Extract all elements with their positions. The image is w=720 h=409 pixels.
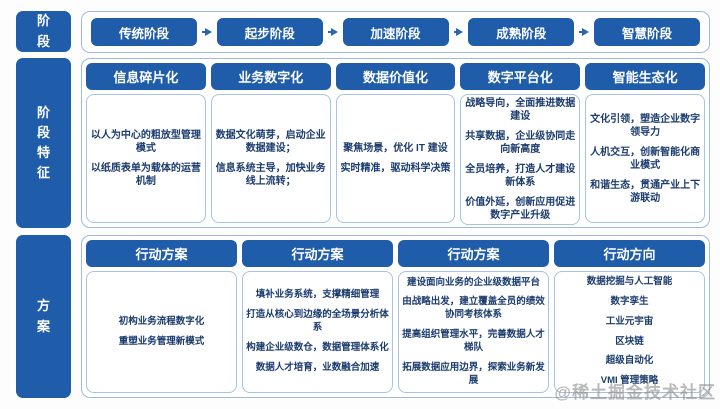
feature-column-title: 信息碎片化 — [86, 63, 206, 90]
feature-paragraph: 共享数据，企业级协同走向新高度 — [465, 131, 576, 155]
plan-paragraph: 超级自动化 — [605, 355, 654, 367]
plan-column-title: 行动方案 — [86, 240, 237, 267]
plan-column-title: 行动方案 — [242, 240, 393, 267]
features-container: 信息碎片化 以人为中心的粗放型管理模式 以纸质表单为载体的运营机制 业务数字化 … — [81, 58, 710, 228]
feature-column-data-valorization: 数据价值化 聚焦场景，优化 IT 建设 实时精准，驱动科学决策 — [335, 63, 456, 223]
feature-column-title: 业务数字化 — [210, 63, 331, 90]
arrow-right-icon — [202, 28, 212, 36]
plan-column-2: 行动方案 填补业务系统，支撑精细管理 打造从核心到边缘的全场景分析体系 构建企业… — [242, 240, 393, 393]
feature-paragraph: 以人为中心的粗放型管理模式 — [90, 130, 201, 154]
arrow-dash — [202, 31, 205, 33]
feature-paragraph: 实时精准，驱动科学决策 — [340, 163, 451, 174]
stage-starting: 起步阶段 — [216, 18, 323, 46]
plans-section-label-text: 方案 — [36, 298, 50, 334]
plan-column-direction: 行动方向 数据挖掘与人工智能 数字孪生 工业元宇宙 区块链 超级自动化 VMI … — [554, 240, 705, 393]
plan-paragraph: 提高组织管理水平，完善数据人才梯队 — [402, 329, 545, 353]
feature-column-info-fragmentation: 信息碎片化 以人为中心的粗放型管理模式 以纸质表单为载体的运营机制 — [86, 63, 206, 223]
plan-paragraph: VMI 管理策略 — [600, 375, 659, 387]
arrow-right-icon — [579, 28, 589, 36]
plans-container: 行动方案 初构业务流程数字化 重塑业务管理新模式 行动方案 填补业务系统，支撑精… — [81, 235, 710, 398]
feature-card: 聚焦场景，优化 IT 建设 实时精准，驱动科学决策 — [335, 94, 456, 223]
features-section-label: 阶段特征 — [16, 58, 71, 228]
arrow-head — [204, 28, 212, 36]
plan-paragraph: 建设面向业务的企业级数据平台 — [406, 276, 540, 288]
feature-paragraph: 和谐生态，贯通产业上下游联动 — [590, 179, 701, 204]
arrow-head — [456, 28, 464, 36]
arrow-head — [330, 28, 338, 36]
feature-paragraph: 战略导向，全面推进数据建设 — [465, 98, 576, 122]
feature-paragraph: 全员培养，打造人才建设新体系 — [465, 164, 576, 188]
feature-card: 战略导向，全面推进数据建设 共享数据，企业级协同走向新高度 全员培养，打造人才建… — [460, 94, 581, 225]
feature-paragraph: 以纸质表单为载体的运营机制 — [90, 163, 201, 187]
plan-column-1: 行动方案 初构业务流程数字化 重塑业务管理新模式 — [86, 240, 237, 393]
stage-traditional: 传统阶段 — [91, 18, 197, 46]
stage-mature: 成熟阶段 — [468, 18, 575, 46]
feature-column-title: 数字平台化 — [460, 63, 581, 90]
feature-paragraph: 聚焦场景，优化 IT 建设 — [343, 143, 448, 154]
plan-paragraph: 数据挖掘与人工智能 — [586, 276, 673, 288]
plan-paragraph: 区块链 — [615, 335, 644, 347]
stage-intelligent: 智慧阶段 — [594, 18, 700, 46]
plan-paragraph: 数据人才培育，业数融合加速 — [255, 361, 380, 373]
plan-paragraph: 初构业务流程数字化 — [118, 315, 205, 327]
feature-card: 以人为中心的粗放型管理模式 以纸质表单为载体的运营机制 — [86, 94, 206, 223]
feature-card: 文化引领，塑造企业数字领导力 人机交互，创新智能化商业模式 和谐生态，贯通产业上… — [585, 94, 705, 223]
watermark: @稀土掘金技术社区 — [554, 383, 716, 402]
feature-paragraph: 文化引领，塑造企业数字领导力 — [590, 113, 701, 138]
stages-row-label: 阶段 — [16, 11, 71, 52]
plan-paragraph: 拓展数据应用边界，探索业务新发展 — [402, 361, 545, 386]
stages-container: 传统阶段 起步阶段 加速阶段 成熟阶段 智慧阶段 — [81, 11, 710, 53]
plan-paragraph: 构建企业级数仓，数据管理体系化 — [246, 341, 389, 353]
feature-column-title: 数据价值化 — [335, 63, 456, 90]
feature-card: 数据文化萌芽，启动企业数据建设； 信息系统主导，加快业务线上流转； — [210, 94, 331, 223]
arrow-dash — [579, 31, 582, 33]
plan-paragraph: 由战略出发，建立覆盖全员的绩效协同考核体系 — [402, 296, 545, 321]
plan-card: 填补业务系统，支撑精细管理 打造从核心到边缘的全场景分析体系 构建企业级数仓，数… — [242, 271, 393, 393]
plan-column-title: 行动方案 — [398, 240, 549, 267]
arrow-head — [582, 28, 589, 36]
plan-card: 建设面向业务的企业级数据平台 由战略出发，建立覆盖全员的绩效协同考核体系 提高组… — [398, 271, 549, 393]
arrow-right-icon — [453, 28, 464, 36]
plan-column-title: 行动方向 — [554, 240, 705, 267]
plan-paragraph: 填补业务系统，支撑精细管理 — [255, 289, 380, 301]
stages-row-label-text: 阶段 — [36, 13, 50, 49]
features-section-label-text: 阶段特征 — [36, 104, 50, 181]
feature-column-digital-platform: 数字平台化 战略导向，全面推进数据建设 共享数据，企业级协同走向新高度 全员培养… — [460, 63, 581, 225]
plan-paragraph: 工业元宇宙 — [605, 315, 654, 327]
plan-column-3: 行动方案 建设面向业务的企业级数据平台 由战略出发，建立覆盖全员的绩效协同考核体… — [398, 240, 549, 393]
feature-paragraph: 人机交互，创新智能化商业模式 — [590, 146, 701, 171]
feature-column-business-digitization: 业务数字化 数据文化萌芽，启动企业数据建设； 信息系统主导，加快业务线上流转； — [210, 63, 331, 223]
stage-accelerating: 加速阶段 — [342, 18, 449, 46]
arrow-dash — [327, 31, 331, 33]
plans-section-label: 方案 — [16, 235, 71, 398]
feature-column-intelligent-ecosystem: 智能生态化 文化引领，塑造企业数字领导力 人机交互，创新智能化商业模式 和谐生态… — [585, 63, 705, 223]
plan-card: 初构业务流程数字化 重塑业务管理新模式 — [86, 271, 237, 393]
feature-column-title: 智能生态化 — [585, 63, 705, 90]
plan-paragraph: 重塑业务管理新模式 — [118, 335, 205, 347]
arrow-right-icon — [327, 28, 338, 36]
plan-paragraph: 打造从核心到边缘的全场景分析体系 — [246, 309, 389, 334]
feature-paragraph: 数据文化萌芽，启动企业数据建设； — [215, 130, 326, 154]
feature-paragraph: 信息系统主导，加快业务线上流转； — [215, 163, 326, 187]
plan-card: 数据挖掘与人工智能 数字孪生 工业元宇宙 区块链 超级自动化 VMI 管理策略 — [554, 271, 705, 393]
arrow-dash — [453, 31, 457, 33]
plan-paragraph: 数字孪生 — [610, 295, 649, 307]
feature-paragraph: 价值外延，创新应用促进数字产业升级 — [465, 197, 576, 221]
